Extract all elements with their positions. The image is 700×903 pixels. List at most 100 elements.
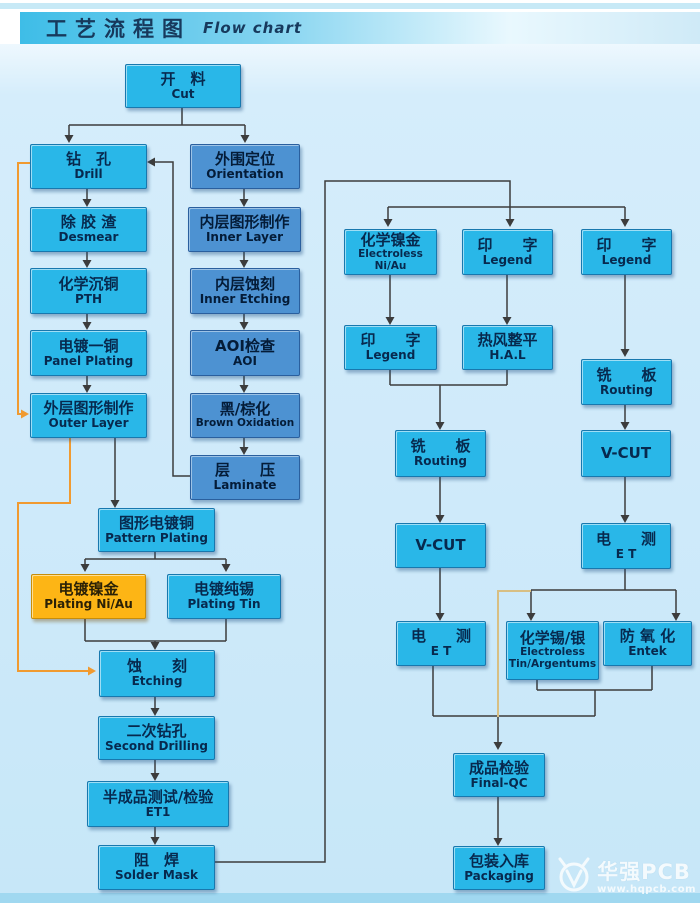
flow-node-et-right-label-zh: 电 测: [595, 529, 656, 548]
flow-node-drill-label-zh: 钻 孔: [65, 150, 111, 169]
flow-node-pth-label-zh: 化学沉铜: [58, 274, 119, 293]
hqpcb-logo-icon: [558, 857, 590, 892]
page-title: 工艺流程图: [46, 17, 191, 41]
flow-node-et-mid-label-en: E T: [430, 644, 452, 659]
flow-node-routing-mid-label-en: Routing: [413, 454, 467, 469]
flow-node-routing-right-label-zh: 铣 板: [596, 365, 657, 384]
bottom-strip: [0, 893, 700, 903]
flow-node-packaging-label-zh: 包装入库: [468, 851, 529, 870]
flow-node-aoi-label-zh: AOI检查: [215, 336, 275, 355]
flow-node-brown-oxidation-label-zh: 黑/棕化: [219, 400, 271, 418]
flow-node-vcut-right: V-CUT: [581, 430, 671, 477]
flow-node-legend-a-label-zh: 印 字: [477, 235, 538, 254]
flow-node-hal-label-en: H.A.L: [489, 348, 526, 363]
flow-node-panel-plating-label-en: Panel Plating: [43, 353, 134, 368]
flow-node-desmear-label-zh: 除 胶 渣: [60, 213, 117, 232]
watermark-brand: 华强PCB: [597, 859, 691, 884]
flow-node-pth-label-en: PTH: [74, 291, 103, 306]
flow-node-routing-right-label-en: Routing: [599, 382, 653, 397]
flow-node-solder-mask-label-zh: 阻 焊: [133, 851, 179, 870]
flow-node-cut-label-zh: 开 料: [160, 69, 206, 88]
flow-node-outer-layer-label-zh: 外层图形制作: [43, 399, 134, 418]
flow-node-inner-layer-label-en: Inner Layer: [205, 230, 284, 245]
flow-node-vcut-mid-label-zh: V-CUT: [415, 535, 466, 554]
flow-node-electroless-niau-label-en: Electroless Ni/Au: [358, 247, 423, 272]
flow-node-orientation-label-en: Orientation: [206, 167, 284, 182]
flow-node-drill-label-en: Drill: [74, 167, 103, 182]
flow-node-laminate-label-en: Laminate: [213, 478, 277, 493]
flow-node-final-qc-label-en: Final-QC: [470, 775, 528, 790]
flow-node-cut-label-en: Cut: [171, 86, 195, 101]
flow-node-inner-layer-label-zh: 内层图形制作: [199, 213, 290, 232]
title-bar: 工艺流程图 Flow chart: [20, 12, 700, 44]
flow-node-packaging-label-en: Packaging: [464, 868, 534, 883]
flow-node-vcut-mid: V-CUT: [395, 523, 486, 568]
flow-node-routing-mid-label-zh: 铣 板: [410, 437, 471, 456]
watermark: 华强PCB www.hqpcb.com: [555, 855, 696, 895]
flow-node-legend-a-label-en: Legend: [482, 252, 533, 267]
flow-node-et-mid-label-zh: 电 测: [410, 627, 471, 646]
flow-node-plating-tin-label-zh: 电镀纯锡: [193, 580, 254, 599]
flow-node-legend-c-label-en: Legend: [365, 348, 416, 363]
flow-node-second-drilling-label-zh: 二次钻孔: [126, 721, 187, 740]
flow-node-electroless-tin-label-en: Electroless Tin/Argentums: [508, 646, 597, 671]
flow-node-legend-c-label-zh: 印 字: [360, 331, 421, 350]
flow-node-inner-etching-label-en: Inner Etching: [199, 291, 291, 306]
flow-node-legend-b-label-zh: 印 字: [596, 235, 657, 254]
flow-node-desmear-label-en: Desmear: [58, 230, 119, 245]
flow-node-vcut-right-label-zh: V-CUT: [600, 443, 652, 462]
flow-node-entek-label-en: Entek: [628, 644, 667, 659]
flow-node-entek-label-zh: 防 氧 化: [619, 627, 676, 646]
flow-node-solder-mask-label-en: Solder Mask: [115, 868, 198, 883]
flow-node-orientation-label-zh: 外围定位: [214, 150, 275, 169]
flow-node-et-right-label-en: E T: [615, 546, 637, 561]
flow-node-electroless-niau-label-zh: 化学镍金: [360, 230, 421, 249]
flow-node-hal-label-zh: 热风整平: [477, 331, 538, 350]
page-title-en: Flow chart: [203, 19, 303, 37]
flow-node-etching-label-en: Etching: [131, 674, 183, 689]
flow-node-et1-label-en: ET1: [145, 804, 171, 819]
flow-node-electroless-tin-label-zh: 化学锡/银: [519, 629, 586, 648]
flow-node-et1-label-zh: 半成品测试/检验: [102, 787, 214, 806]
flow-node-laminate-label-zh: 层 压: [214, 461, 275, 480]
flow-node-legend-b-label-en: Legend: [601, 252, 652, 267]
top-strip: [0, 3, 700, 9]
flow-node-panel-plating-label-zh: 电镀一铜: [58, 336, 119, 355]
flow-node-pattern-plating-label-zh: 图形电镀铜: [118, 513, 194, 532]
flow-node-second-drilling-label-en: Second Drilling: [105, 738, 208, 753]
flow-node-plating-niau-label-zh: 电镀镍金: [58, 580, 119, 599]
watermark-text: 华强PCB www.hqpcb.com: [597, 856, 696, 895]
flow-node-brown-oxidation-label-en: Brown Oxidation: [195, 417, 295, 430]
watermark-url: www.hqpcb.com: [597, 883, 696, 895]
flow-node-inner-etching-label-zh: 内层蚀刻: [214, 274, 275, 293]
flow-node-pattern-plating-label-en: Pattern Plating: [105, 530, 208, 545]
